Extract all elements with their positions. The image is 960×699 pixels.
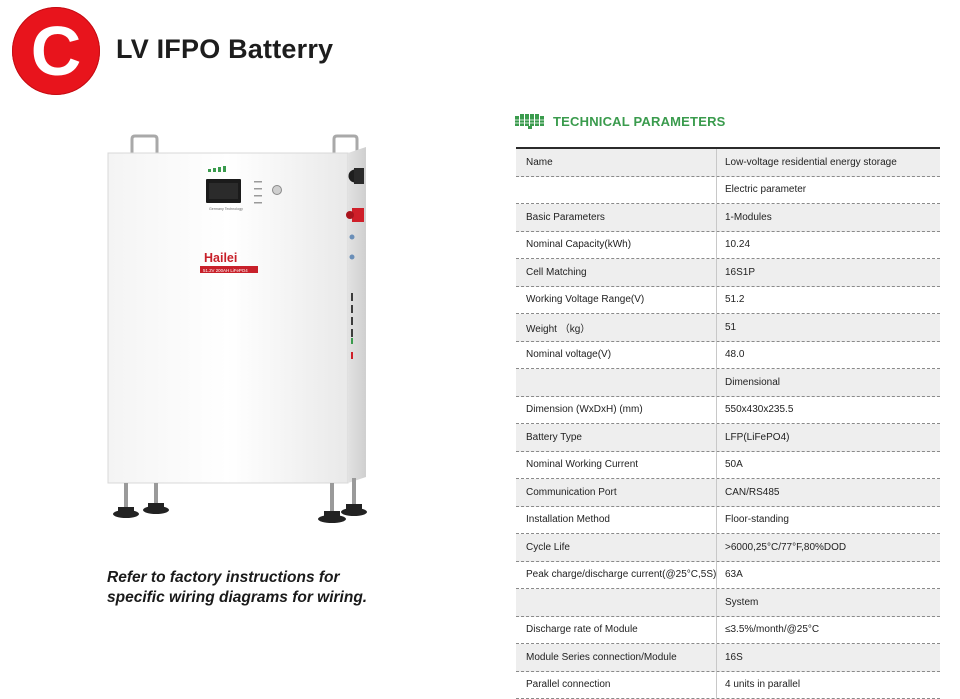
parameter-value: 10.24 xyxy=(717,232,940,259)
section-heading: TECHNICAL PARAMETERS xyxy=(515,111,726,131)
parameter-name: Communication Port xyxy=(516,479,717,506)
parameter-value: 16S1P xyxy=(717,259,940,286)
parameter-name: Nominal Capacity(kWh) xyxy=(516,232,717,259)
battery-brand: Hailei xyxy=(204,251,237,265)
solar-panel-icon xyxy=(515,113,545,129)
parameter-name: Working Voltage Range(V) xyxy=(516,287,717,314)
table-row: Weight （kg）51 xyxy=(516,314,940,342)
parameter-name: Nominal voltage(V) xyxy=(516,342,717,369)
parameter-value: ≤3.5%/month/@25°C xyxy=(717,617,940,644)
page-title: LV IFPO Batterry xyxy=(116,34,333,65)
parameter-name: Dimension (WxDxH) (mm) xyxy=(516,397,717,424)
parameter-name: Installation Method xyxy=(516,507,717,534)
wiring-note-line: specific wiring diagrams for wiring. xyxy=(107,588,367,608)
table-row: Electric parameter xyxy=(516,177,940,205)
parameter-value: 63A xyxy=(717,562,940,589)
table-row: Discharge rate of Module≤3.5%/month/@25°… xyxy=(516,617,940,645)
table-row: Cycle Life>6000,25°C/77°F,80%DOD xyxy=(516,534,940,562)
parameter-value: 550x430x235.5 xyxy=(717,397,940,424)
parameter-name xyxy=(516,589,717,616)
battery-side xyxy=(348,147,366,483)
section-heading-text: TECHNICAL PARAMETERS xyxy=(553,114,726,129)
parameter-value: 16S xyxy=(717,644,940,671)
parameter-value: Floor-standing xyxy=(717,507,940,534)
parameter-value: 1-Modules xyxy=(717,204,940,231)
panel-text: Germany Technology xyxy=(209,207,243,211)
parameter-name xyxy=(516,369,717,396)
parameter-value: >6000,25°C/77°F,80%DOD xyxy=(717,534,940,561)
comm-port xyxy=(350,235,355,240)
battery-label: 51.2V 200AH LiFePO4 xyxy=(203,268,248,273)
table-row: Dimensional xyxy=(516,369,940,397)
table-row: Nominal Capacity(kWh)10.24 xyxy=(516,232,940,260)
table-row: Working Voltage Range(V)51.2 xyxy=(516,287,940,315)
table-row: Dimension (WxDxH) (mm)550x430x235.5 xyxy=(516,397,940,425)
parameter-value: 51.2 xyxy=(717,287,940,314)
battery-image: Germany Technology Hailei 51.2V 200AH Li… xyxy=(104,133,374,533)
table-row: Nominal voltage(V)48.0 xyxy=(516,342,940,370)
parameter-value: 48.0 xyxy=(717,342,940,369)
parameter-value: LFP(LiFePO4) xyxy=(717,424,940,451)
parameter-name: Peak charge/discharge current(@25°C,5S) xyxy=(516,562,717,589)
parameter-name: Nominal Working Current xyxy=(516,452,717,479)
parameter-name: Module Series connection/Module xyxy=(516,644,717,671)
table-row: System xyxy=(516,589,940,617)
parameter-name xyxy=(516,177,717,204)
battery-illustration: Germany Technology Hailei 51.2V 200AH Li… xyxy=(104,133,374,533)
logo-letter: C xyxy=(12,7,100,95)
power-button xyxy=(273,186,282,195)
wiring-note-line: Refer to factory instructions for xyxy=(107,568,367,588)
parameter-value: Electric parameter xyxy=(717,177,940,204)
parameter-name: Weight （kg） xyxy=(516,314,717,341)
parameter-value: 4 units in parallel xyxy=(717,672,940,699)
parameter-name: Parallel connection xyxy=(516,672,717,699)
parameter-value: 51 xyxy=(717,314,940,341)
parameter-name: Name xyxy=(516,149,717,176)
wiring-note: Refer to factory instructions for specif… xyxy=(107,568,367,608)
parameter-name: Discharge rate of Module xyxy=(516,617,717,644)
parameter-name: Cycle Life xyxy=(516,534,717,561)
parameter-value: Low-voltage residential energy storage xyxy=(717,149,940,176)
parameter-value: CAN/RS485 xyxy=(717,479,940,506)
parameter-value: System xyxy=(717,589,940,616)
parameter-name: Basic Parameters xyxy=(516,204,717,231)
parameter-value: 50A xyxy=(717,452,940,479)
table-row: Peak charge/discharge current(@25°C,5S)6… xyxy=(516,562,940,590)
brand-logo: C xyxy=(12,7,100,95)
parameter-value: Dimensional xyxy=(717,369,940,396)
parameter-name: Cell Matching xyxy=(516,259,717,286)
parameter-name: Battery Type xyxy=(516,424,717,451)
